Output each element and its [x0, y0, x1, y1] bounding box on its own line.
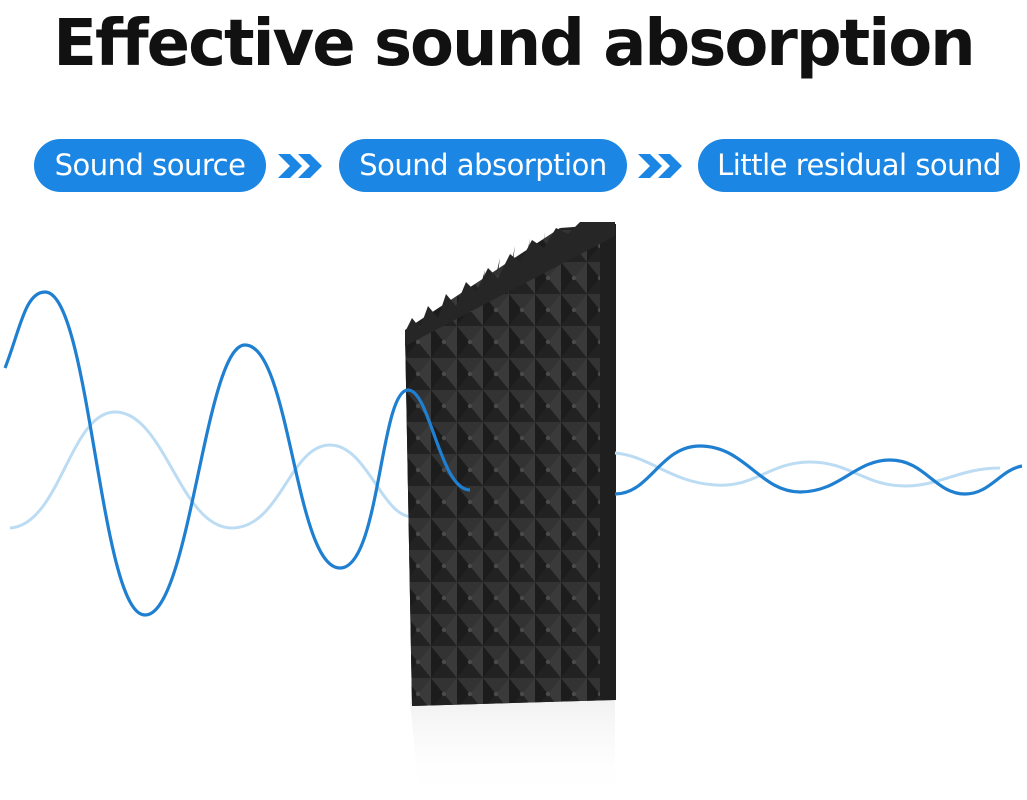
foam-panel-face — [405, 224, 615, 706]
headline: Effective sound absorption — [53, 7, 975, 81]
double-chevron-right-icon — [638, 154, 682, 178]
faint-sound-wave-left — [9, 410, 471, 530]
step-little-residual-sound: Little residual sound — [698, 139, 1020, 192]
faint-sound-wave-right — [614, 451, 1001, 488]
residual-sound-wave-right — [614, 444, 1023, 496]
step-sound-absorption: Sound absorption — [339, 139, 627, 192]
foam-panel-top-spikes — [405, 222, 615, 346]
foam-panel-edge — [600, 224, 616, 700]
double-chevron-right-icon — [278, 154, 322, 178]
strong-sound-wave-left — [3, 290, 471, 617]
step-sound-source: Sound source — [34, 139, 266, 192]
